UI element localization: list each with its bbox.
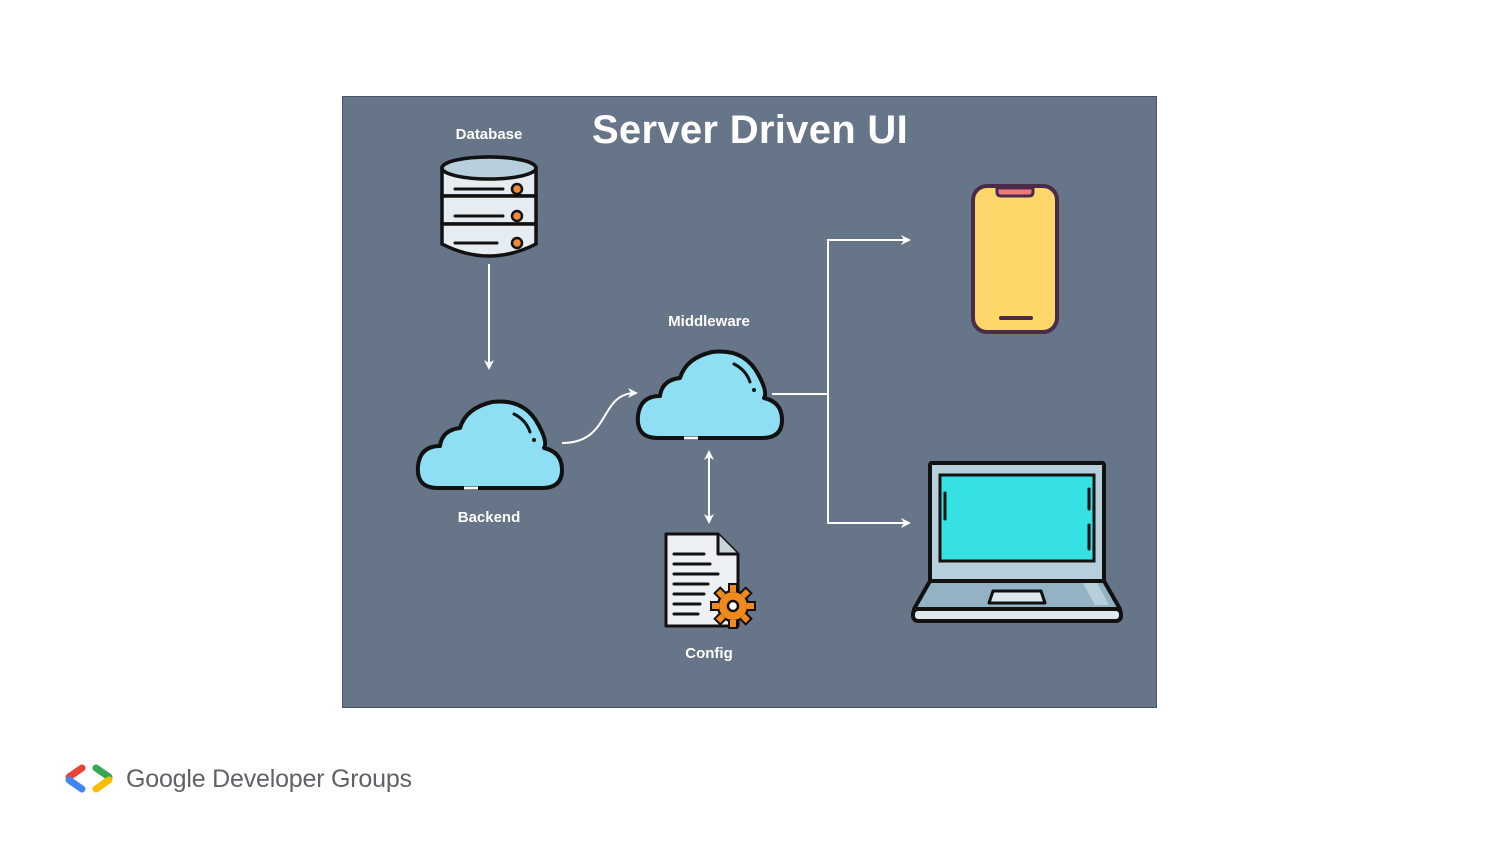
middleware-cloud-icon: [635, 349, 784, 440]
backend-cloud-icon: [415, 399, 564, 490]
config-label: Config: [685, 645, 733, 662]
laptop-icon: [911, 461, 1123, 623]
database-label: Database: [455, 126, 523, 143]
diagram-title: Server Driven UI: [591, 108, 909, 152]
backend-label: Backend: [457, 509, 521, 526]
database-icon: [440, 155, 538, 258]
footer-brand: Google Developer Groups: [62, 762, 412, 796]
footer-brand-text: Google Developer Groups: [126, 764, 412, 793]
edge-backend-to-middleware: [561, 388, 638, 444]
config-file-gear-icon: [664, 532, 756, 629]
middleware-label: Middleware: [668, 313, 750, 330]
smartphone-icon: [971, 184, 1059, 334]
edge-middleware-to-devices: [772, 235, 911, 528]
google-developer-groups-logo-icon: [65, 764, 113, 793]
